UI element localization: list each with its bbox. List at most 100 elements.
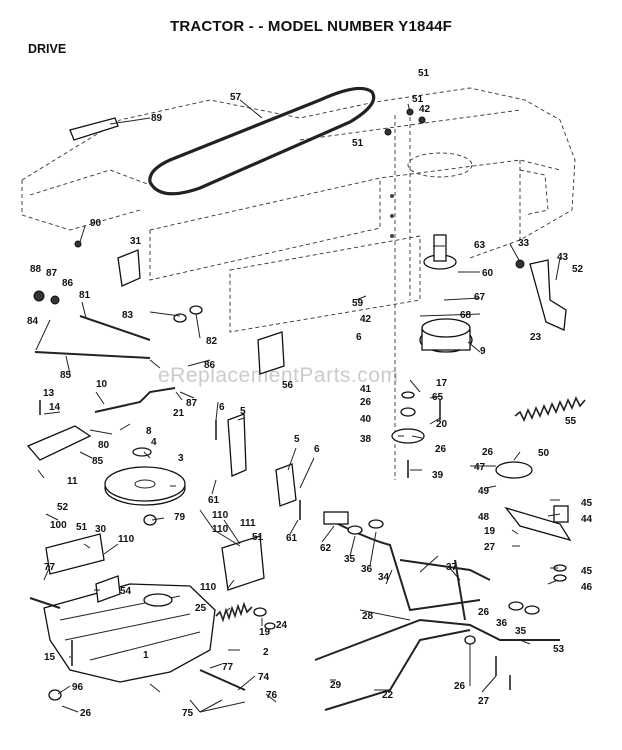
- callout: 25: [195, 603, 207, 614]
- callout: 38: [360, 434, 372, 445]
- callout: 26: [454, 681, 466, 692]
- callout: 36: [496, 618, 508, 629]
- spring-25: [215, 601, 253, 623]
- callout: 51: [412, 94, 424, 105]
- callout: 46: [581, 582, 593, 593]
- callout: 5: [294, 434, 300, 445]
- callout: 110: [200, 582, 217, 593]
- callout: 35: [344, 554, 356, 565]
- bracket-5b: [275, 463, 297, 507]
- callout: 96: [72, 682, 84, 693]
- callout: 20: [436, 419, 448, 430]
- callout: 45: [581, 566, 593, 577]
- callout: 26: [478, 607, 490, 618]
- callout: 15: [44, 652, 56, 663]
- callout: 52: [572, 264, 584, 275]
- callout: 45: [581, 498, 593, 509]
- callout: 85: [92, 456, 104, 467]
- callout: 26: [360, 397, 372, 408]
- section-label: DRIVE: [28, 42, 67, 56]
- callout: 1: [143, 650, 149, 661]
- callout: 19: [259, 627, 271, 638]
- callout: 48: [478, 512, 490, 523]
- callout: 89: [151, 113, 163, 124]
- linkage-rods: [34, 315, 560, 711]
- callout: 26: [80, 708, 92, 719]
- callout: 29: [330, 680, 342, 691]
- callout: 63: [474, 240, 486, 251]
- callout: 54: [120, 586, 132, 597]
- bracket-89: [69, 117, 119, 141]
- bracket-5a: [227, 413, 247, 477]
- callout: 81: [79, 290, 91, 301]
- callout: 35: [515, 626, 527, 637]
- shield-31: [117, 249, 141, 287]
- callout: 34: [378, 572, 390, 583]
- callout: 76: [266, 690, 278, 701]
- callout: 21: [173, 408, 185, 419]
- callout: 50: [538, 448, 550, 459]
- callout: 60: [482, 268, 494, 279]
- callout: 77: [222, 662, 234, 673]
- callout: 13: [43, 388, 55, 399]
- callout: 33: [518, 238, 530, 249]
- callout: 61: [208, 495, 220, 506]
- callout: 19: [484, 526, 496, 537]
- callout: 79: [174, 512, 186, 523]
- spring-55: [514, 396, 586, 422]
- callout: 47: [474, 462, 486, 473]
- callout: 51: [418, 68, 430, 79]
- callout: 26: [435, 444, 447, 455]
- callout: 110: [212, 524, 229, 535]
- callout: 9: [480, 346, 486, 357]
- callout: 37: [446, 562, 458, 573]
- callout: 82: [206, 336, 218, 347]
- callout: 31: [130, 236, 142, 247]
- callout: 90: [90, 218, 102, 229]
- callout: 30: [95, 524, 107, 535]
- callout: 8: [146, 426, 152, 437]
- callout: 2: [263, 647, 269, 658]
- bracket-56: [257, 331, 285, 375]
- transaxle: [29, 575, 246, 691]
- callout: 80: [98, 440, 110, 451]
- watermark: eReplacementParts.com: [158, 364, 399, 387]
- callout: 28: [362, 611, 374, 622]
- callout: 27: [478, 696, 490, 707]
- callout: 17: [436, 378, 448, 389]
- bracket-23: [529, 259, 567, 331]
- callout: 39: [432, 470, 444, 481]
- transmission-pulley: [104, 447, 186, 506]
- leader-lines: [35, 99, 561, 713]
- callout: 111: [240, 518, 256, 529]
- callout: 87: [46, 268, 58, 279]
- callout: 51: [76, 522, 88, 533]
- callout: 110: [118, 534, 135, 545]
- callout: 14: [49, 402, 61, 413]
- callout: 75: [182, 708, 194, 719]
- fasteners: [33, 108, 569, 701]
- callout: 62: [320, 543, 332, 554]
- callout: 49: [478, 486, 490, 497]
- callout: 88: [30, 264, 42, 275]
- callout: 4: [151, 437, 157, 448]
- callout: 36: [361, 564, 373, 575]
- callout: 3: [178, 453, 184, 464]
- callout: 6: [356, 332, 362, 343]
- callout: 83: [122, 310, 134, 321]
- callout: 86: [204, 360, 216, 371]
- callout: 55: [565, 416, 577, 427]
- callout: 22: [382, 690, 394, 701]
- bracket-110: [221, 535, 265, 591]
- callout: 51: [252, 532, 264, 543]
- bracket-48: [504, 506, 572, 542]
- callout: 51: [352, 138, 364, 149]
- callout: 110: [212, 510, 229, 521]
- tractor-frame: [21, 87, 576, 480]
- callout: 40: [360, 414, 372, 425]
- callout: 100: [50, 520, 67, 531]
- callout: 43: [557, 252, 569, 263]
- callout: 44: [581, 514, 593, 525]
- callout: 85: [60, 370, 72, 381]
